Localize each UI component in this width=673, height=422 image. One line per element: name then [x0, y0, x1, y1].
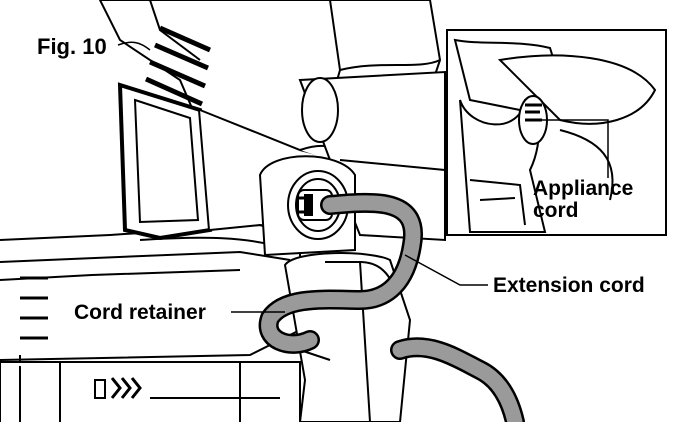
fig-leader: [117, 41, 151, 51]
extension-cord-callout: Extension cord: [493, 274, 645, 297]
inset-detail: [446, 29, 667, 236]
figure-label: Fig. 10: [37, 34, 107, 59]
right-arm: [298, 70, 446, 242]
cord-retainer-callout: Cord retainer: [74, 301, 206, 324]
cord-path: [258, 192, 525, 422]
leader-lines: [117, 41, 488, 313]
appliance-cord-callout: Appliance cord: [533, 178, 633, 222]
extension-leader: [404, 254, 488, 286]
blower-housing: [0, 223, 301, 422]
appliance-cord-line1: Appliance: [533, 177, 634, 200]
appliance-cord-line2: cord: [533, 199, 579, 222]
